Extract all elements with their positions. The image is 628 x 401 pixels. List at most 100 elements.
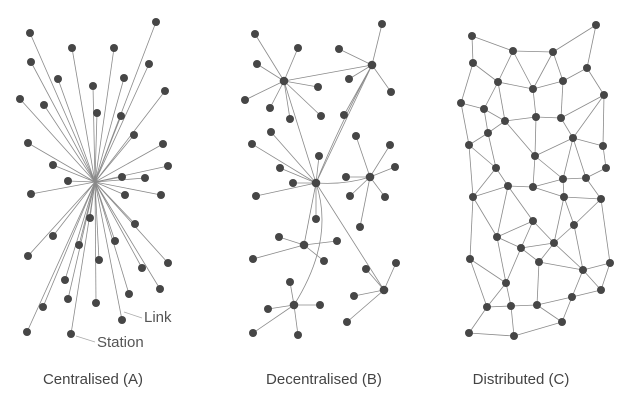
link-line	[538, 261, 584, 271]
station-node	[457, 99, 465, 107]
station-node	[579, 266, 587, 274]
station-node	[26, 29, 34, 37]
station-node	[343, 318, 351, 326]
station-node	[39, 303, 47, 311]
station-node	[286, 278, 294, 286]
station-node	[138, 264, 146, 272]
station-node	[484, 129, 492, 137]
link-line	[27, 142, 96, 183]
link-line	[94, 176, 123, 183]
station-node	[241, 96, 249, 104]
link-line	[572, 94, 605, 139]
link-line	[52, 181, 96, 237]
station-node	[333, 237, 341, 245]
link-line	[371, 64, 392, 93]
link-line	[270, 131, 317, 184]
link-line	[483, 108, 489, 134]
station-node	[118, 173, 126, 181]
link-line	[507, 185, 534, 188]
station-node	[253, 60, 261, 68]
station-node	[294, 331, 302, 339]
station-node	[558, 318, 566, 326]
station-node	[465, 329, 473, 337]
link-line	[582, 262, 611, 271]
station-node	[600, 91, 608, 99]
station-node	[340, 111, 348, 119]
link-line	[71, 47, 96, 183]
hub-station-node	[365, 172, 375, 182]
link-line	[359, 176, 371, 228]
station-node	[86, 214, 94, 222]
link-line	[70, 181, 96, 335]
link-line	[468, 144, 497, 169]
station-node	[602, 164, 610, 172]
link-line	[369, 144, 391, 178]
station-node	[356, 223, 364, 231]
station-node	[159, 140, 167, 148]
link-line	[252, 244, 305, 260]
link-line	[315, 176, 371, 184]
link-line	[94, 90, 166, 183]
station-node	[67, 330, 75, 338]
station-node	[346, 192, 354, 200]
station-node	[507, 302, 515, 310]
hub-station-node	[279, 76, 289, 86]
caption-decentralised: Decentralised (B)	[266, 371, 382, 388]
hub-station-node	[367, 60, 377, 70]
station-node	[342, 173, 350, 181]
link-line	[472, 62, 499, 83]
station-node	[335, 45, 343, 53]
link-line	[283, 47, 299, 82]
station-leader-line	[75, 335, 96, 343]
link-line	[26, 181, 96, 333]
station-node	[320, 257, 328, 265]
link-line	[602, 94, 605, 147]
link-line	[67, 180, 96, 183]
link-line	[513, 321, 563, 337]
link-line	[251, 143, 317, 184]
station-node	[130, 131, 138, 139]
link-line	[255, 182, 317, 197]
link-line	[471, 35, 474, 64]
link-line	[371, 23, 383, 66]
station-node	[117, 112, 125, 120]
station-node	[362, 265, 370, 273]
link-line	[57, 78, 96, 183]
station-node	[95, 256, 103, 264]
link-line	[468, 332, 515, 337]
link-line	[353, 289, 385, 297]
link-line	[535, 116, 562, 119]
station-node	[317, 112, 325, 120]
station-node	[391, 163, 399, 171]
station-node	[131, 220, 139, 228]
station-node	[531, 152, 539, 160]
link-line	[94, 77, 125, 183]
station-node	[125, 290, 133, 298]
link-line	[496, 236, 507, 284]
station-node	[120, 74, 128, 82]
station-node	[492, 164, 500, 172]
station-node	[560, 193, 568, 201]
link-line	[497, 50, 514, 83]
station-node	[24, 139, 32, 147]
station-node	[387, 88, 395, 96]
link-line	[536, 261, 540, 306]
link-line	[532, 80, 564, 90]
station-node	[549, 48, 557, 56]
link-line	[94, 181, 162, 196]
station-node	[275, 233, 283, 241]
station-node	[156, 285, 164, 293]
link-line	[600, 198, 611, 264]
link-line	[369, 166, 396, 178]
station-node	[24, 252, 32, 260]
station-node	[64, 177, 72, 185]
station-node	[583, 64, 591, 72]
link-line	[94, 63, 150, 183]
link-line	[562, 67, 588, 82]
link-line	[552, 24, 597, 53]
station-node	[559, 175, 567, 183]
link-line	[571, 269, 584, 298]
link-line	[469, 258, 507, 284]
